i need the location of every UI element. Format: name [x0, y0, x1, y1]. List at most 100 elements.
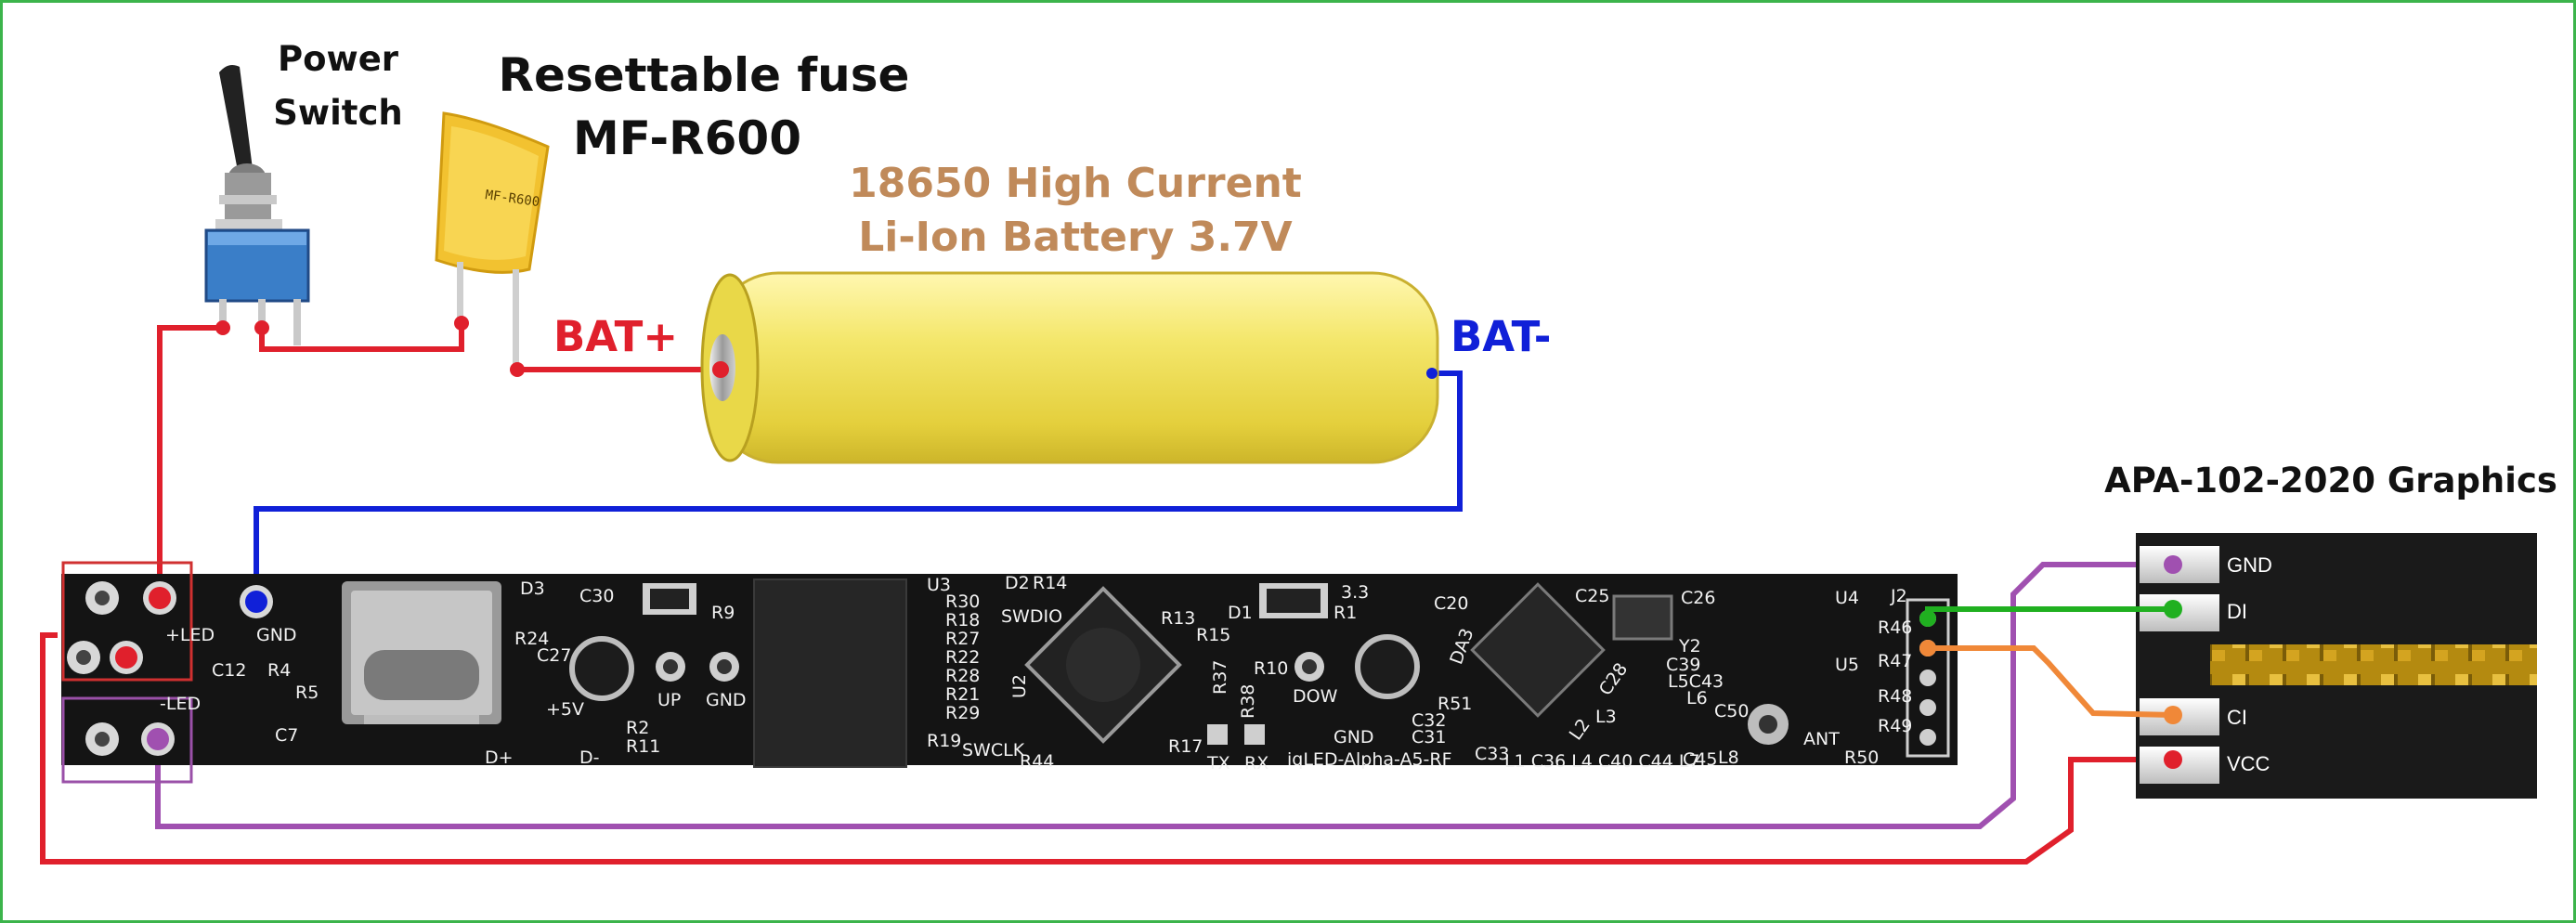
rf-chip: [1470, 582, 1606, 718]
resettable-fuse-icon: MF-R600: [435, 111, 550, 377]
pcb-c27-label: C27: [537, 645, 571, 666]
strip-vcc-label: VCC: [2227, 752, 2270, 775]
pcb-j2-label: J2: [1890, 586, 1907, 606]
pcb-c30-label: C30: [579, 586, 614, 606]
pcb-d1-label: D1: [1228, 603, 1253, 623]
mcu-chip: [1024, 586, 1182, 744]
pcb-minus-led-label: -LED: [160, 694, 201, 714]
pcb-r4-label: R4: [267, 660, 291, 681]
power-switch-label-line2: Switch: [273, 93, 402, 133]
pcb-d2-label: D2: [1005, 573, 1030, 593]
purple-wire-gnd: [155, 562, 2173, 829]
orange-wire-ci: [1928, 645, 2174, 718]
strip-di-label: DI: [2227, 600, 2247, 623]
strip-gnd-label: GND: [2227, 553, 2272, 577]
pcb-c33-label: C33: [1475, 744, 1509, 764]
pcb-c25-label: C25: [1575, 586, 1609, 606]
pcb-c39-label: C39: [1666, 655, 1700, 675]
pcb-up-label: UP: [657, 690, 681, 710]
pcb-dow-label: DOW: [1293, 686, 1338, 707]
bat-minus-label: BAT-: [1451, 312, 1551, 361]
pcb-c31-label: C31: [1412, 727, 1446, 748]
battery-label-line2: Li-Ion Battery 3.7V: [858, 214, 1292, 261]
pcb-gnd2-label: GND: [706, 690, 747, 710]
plus-led-highlight-box: [61, 561, 193, 682]
pcb-l8-label: L8: [1718, 748, 1739, 768]
pcb-c7-label: C7: [275, 725, 298, 746]
pcb-r51-label: R51: [1438, 694, 1472, 714]
fuse-label-line2: MF-R600: [573, 111, 801, 165]
led-strip-panel: [2136, 533, 2537, 799]
pcb-plus5v-label: +5V: [546, 699, 584, 720]
pcb-3v3-label: 3.3: [1341, 582, 1369, 603]
pcb-plus-led-label: +LED: [165, 625, 215, 645]
vcc-endpoint: [2164, 750, 2182, 769]
pcb-rx-label: RX: [1244, 753, 1268, 774]
led-strip-title: APA-102-2020 Graphics: [2104, 461, 2557, 500]
red-wire-vcc: [40, 632, 2173, 864]
pcb-c45-label: C45: [1683, 749, 1717, 770]
pcb-r30-label: R30: [945, 592, 980, 612]
pcb-u4-label: U4: [1835, 588, 1859, 608]
left-pads: [67, 581, 273, 756]
pcb-r17-label: R17: [1168, 736, 1203, 757]
pcb-r2-label: R2: [626, 718, 649, 738]
pcb-u5-label: U5: [1835, 655, 1859, 675]
pcb-l5c43-label: L5C43: [1668, 671, 1724, 692]
pcb-r50-label: R50: [1844, 748, 1879, 768]
pcb-r10-label: R10: [1254, 658, 1288, 679]
pcb-r47-label: R47: [1878, 651, 1912, 671]
pcb-c50-label: C50: [1714, 701, 1749, 722]
battery-label-line1: 18650 High Current: [849, 160, 1302, 207]
pcb-c20-label: C20: [1434, 593, 1468, 614]
pcb-r48-label: R48: [1878, 686, 1912, 707]
pcb-r38-label: R38: [1238, 684, 1258, 719]
pcb-r1-label: R1: [1334, 603, 1357, 623]
pcb-r24-label: R24: [514, 629, 549, 649]
pcb-r46-label: R46: [1878, 618, 1912, 638]
pcb-r13-label: R13: [1161, 608, 1195, 629]
pcb-r22-label: R22: [945, 647, 980, 668]
ci-endpoint: [2164, 706, 2182, 724]
pcb-r5-label: R5: [295, 682, 319, 703]
pcb-d-minus-label: D-: [579, 748, 600, 768]
pcb-r28-label: R28: [945, 666, 980, 686]
bat-plus-label: BAT+: [553, 312, 678, 361]
pcb-u2-label: U2: [1009, 674, 1030, 698]
pcb-r19-label: R19: [927, 731, 961, 751]
pcb-gnd3-label: GND: [1334, 727, 1374, 748]
pcb-u3-label: U3: [927, 575, 951, 595]
fuse-label-line1: Resettable fuse: [499, 48, 910, 102]
pcb-r37-label: R37: [1210, 660, 1230, 695]
flash-chip: [753, 578, 907, 768]
gnd-endpoint: [2164, 555, 2182, 574]
pcb-y2-label: Y2: [1678, 636, 1701, 656]
j2-connector: [1906, 598, 1950, 758]
battery-icon: [700, 271, 1439, 464]
pcb-tx-label: TX: [1206, 753, 1230, 774]
mount-hole-2: [1355, 634, 1420, 699]
pcb-r18-label: R18: [945, 610, 980, 630]
pcb-l6-label: L6: [1686, 688, 1708, 708]
strip-ci-label: CI: [2227, 706, 2247, 729]
pcb-r29-label: R29: [945, 703, 980, 723]
pcb-r21-label: R21: [945, 684, 980, 705]
blue-wire-bat-minus: [254, 370, 1463, 599]
pcb-l3-label: L3: [1595, 707, 1617, 727]
pcb-r14-label: R14: [1033, 573, 1067, 593]
pcb-r11-label: R11: [626, 736, 660, 757]
pcb-r15-label: R15: [1196, 625, 1230, 645]
pcb-r27-label: R27: [945, 629, 980, 649]
mount-hole-1: [569, 636, 634, 701]
pcb-r44-label: R44: [1020, 751, 1054, 772]
pcb-c32-label: C32: [1412, 710, 1446, 731]
minus-led-highlight-box: [61, 696, 193, 784]
red-wire-switch-to-fuse: [259, 323, 464, 352]
j2-ci-endpoint: [1919, 640, 1936, 656]
pcb-swclk-label: SWCLK: [962, 740, 1025, 760]
red-wire-switch-to-plus-led: [157, 325, 223, 587]
pcb-c12-label: C12: [212, 660, 246, 681]
pcb-ant-label: ANT: [1803, 729, 1840, 749]
